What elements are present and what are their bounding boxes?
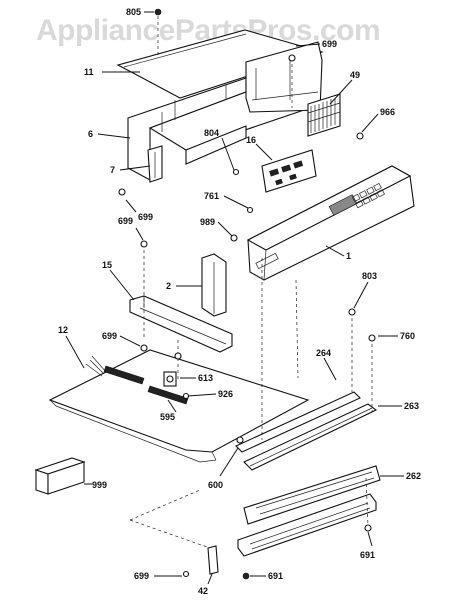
mounting-bracket (207, 545, 219, 575)
switch-component (163, 371, 177, 387)
callout-7: 7 (110, 165, 115, 175)
callout-1: 1 (346, 251, 351, 261)
callout-989: 989 (200, 217, 215, 227)
callout-699-left: 699 (138, 212, 153, 222)
cooktop-base-panel (48, 349, 310, 463)
lower-vent-rail (237, 493, 377, 557)
callout-42: 42 (198, 586, 208, 596)
callout-760: 760 (400, 331, 415, 341)
callout-11: 11 (84, 67, 94, 77)
callout-15: 15 (102, 260, 112, 270)
assembly-guides (129, 10, 373, 549)
parts-package (34, 457, 86, 495)
callout-49: 49 (350, 70, 360, 80)
callout-691-bottom: 691 (268, 571, 283, 581)
callout-691-right: 691 (360, 550, 375, 560)
leader-lines (65, 11, 404, 585)
top-cover-panel (116, 29, 324, 99)
front-trim-rail (235, 391, 378, 471)
callout-600: 600 (208, 480, 223, 490)
vent-grille (307, 93, 341, 137)
callout-262: 262 (406, 471, 421, 481)
callout-2: 2 (166, 281, 171, 291)
callout-264: 264 (316, 348, 331, 358)
small-bracket (147, 145, 163, 183)
screws (118, 8, 376, 580)
callout-12: 12 (58, 325, 68, 335)
callout-966: 966 (380, 107, 395, 117)
callout-699-top: 699 (322, 39, 337, 49)
callout-999: 999 (92, 480, 107, 490)
callout-6: 6 (88, 129, 93, 139)
control-board (261, 149, 317, 193)
callout-699-bottom: 699 (134, 571, 149, 581)
callout-16: 16 (246, 135, 256, 145)
callout-labels: 805 11 699 49 966 6 804 16 7 699 761 989… (58, 7, 421, 596)
callout-699-mid: 699 (118, 216, 133, 226)
callout-761: 761 (204, 191, 219, 201)
front-bracket (129, 295, 233, 353)
callout-803: 803 (362, 271, 377, 281)
control-panel (246, 165, 415, 281)
callout-613: 613 (198, 373, 213, 383)
callout-699-panel: 699 (102, 331, 117, 341)
callout-926: 926 (218, 389, 233, 399)
side-trim-piece (201, 253, 227, 317)
vent-trim-strip (243, 465, 381, 525)
side-bracket (245, 41, 323, 113)
callout-805: 805 (126, 7, 141, 17)
callout-263: 263 (404, 401, 419, 411)
callout-804: 804 (204, 128, 219, 138)
callout-595: 595 (160, 412, 175, 422)
